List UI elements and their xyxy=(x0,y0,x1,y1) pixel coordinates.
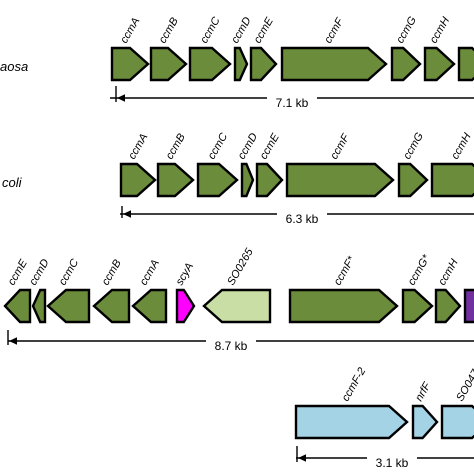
gene-arrow-ccme xyxy=(255,162,284,198)
gene-label: ccmG xyxy=(394,14,419,45)
gene-label: ccmD xyxy=(229,15,253,45)
gene-arrow-ccmg- xyxy=(401,288,434,324)
gene-arrow-ccmf- xyxy=(288,288,399,324)
gene-label: ccmA xyxy=(118,16,142,46)
gene-arrow-nrff xyxy=(411,404,439,440)
gene-arrow-ccmh xyxy=(434,288,462,324)
gene-label: SO0476 xyxy=(454,362,474,404)
gene-label: ccmB xyxy=(157,16,181,46)
gene-arrow-scya xyxy=(175,288,196,324)
gene-arrow-ccmc xyxy=(188,46,232,82)
gene-arrow-ccmb xyxy=(92,288,131,324)
gene-arrow-ccmf xyxy=(280,46,388,82)
gene-arrow-ccmh xyxy=(430,162,474,198)
gene-label: ccmH xyxy=(436,257,460,287)
gene-label: ccmH xyxy=(449,131,473,161)
gene-arrow-ccmd xyxy=(240,162,255,198)
organism-label-1: aosa xyxy=(0,59,28,74)
gene-arrow-ccmd xyxy=(233,46,249,82)
gene-arrow-so0476 xyxy=(440,404,474,440)
gene-label: ccmF xyxy=(322,15,346,45)
gene-arrow-ccmg xyxy=(397,162,429,198)
gene-arrow-ccmf-2 xyxy=(294,404,409,440)
gene-arrow-ccmc xyxy=(46,288,91,324)
organism-label-2: coli xyxy=(2,175,23,190)
gene-label: ccmD xyxy=(236,131,260,161)
gene-row-4: ccmF-2 nrfF SO0476 xyxy=(294,362,474,440)
gene-arrow-so0265 xyxy=(202,288,272,324)
gene-label: nrfF xyxy=(413,379,434,403)
gene-arrow-ccmf xyxy=(285,162,395,198)
scale-bar-label: 3.1 kb xyxy=(376,456,409,470)
scale-bar-label: 6.3 kb xyxy=(286,212,319,226)
gene-arrow-ccma xyxy=(131,288,168,324)
scale-bars-layer: 7.1 kb 6.3 kb 8.7 kb 3.1 kb xyxy=(7,86,474,470)
gene-label: ccmH xyxy=(428,15,452,45)
scale-bar-1: 7.1 kb xyxy=(110,86,474,110)
scale-bar-4: 3.1 kb xyxy=(296,446,474,470)
gene-arrow-ccmd xyxy=(31,288,47,324)
gene-arrow-ccmc xyxy=(196,162,239,198)
scale-bar-label: 8.7 kb xyxy=(215,339,248,353)
gene-arrow-unlabeled xyxy=(463,288,474,324)
gene-label: ccmD xyxy=(27,257,51,287)
gene-arrow-ccmh xyxy=(423,46,456,82)
gene-label: ccmE xyxy=(258,131,282,161)
gene-label: SO0265 xyxy=(225,246,256,288)
gene-label: ccmE xyxy=(6,257,30,287)
gene-arrow-unlabeled xyxy=(457,46,474,82)
gene-label: ccmF* xyxy=(332,254,358,288)
gene-label: ccmA xyxy=(138,258,162,288)
gene-arrow-ccmb xyxy=(156,162,195,198)
scale-bar-label: 7.1 kb xyxy=(276,96,309,110)
scale-bar-3: 8.7 kb xyxy=(7,330,474,353)
scale-bar-2: 6.3 kb xyxy=(120,206,474,226)
gene-label: ccmB xyxy=(164,132,188,162)
gene-arrow-ccma xyxy=(119,162,157,198)
gene-arrow-ccmb xyxy=(149,46,188,82)
gene-label: ccmF-2 xyxy=(340,366,369,404)
gene-label: ccmC xyxy=(198,15,222,45)
gene-arrow-ccme xyxy=(249,46,278,82)
gene-arrow-ccme xyxy=(3,288,32,324)
gene-label: ccmG* xyxy=(406,252,433,287)
gene-label: ccmA xyxy=(126,132,150,162)
gene-label: ccmG xyxy=(401,130,426,161)
gene-label: ccmB xyxy=(100,258,124,288)
gene-label: ccmC xyxy=(206,131,230,161)
gene-label: ccmF xyxy=(328,131,352,161)
gene-arrow-ccmg xyxy=(390,46,422,82)
gene-arrow-ccma xyxy=(110,46,150,82)
gene-label: scyA xyxy=(174,261,196,288)
gene-label: ccmE xyxy=(252,15,276,45)
gene-label: ccmC xyxy=(57,257,81,287)
